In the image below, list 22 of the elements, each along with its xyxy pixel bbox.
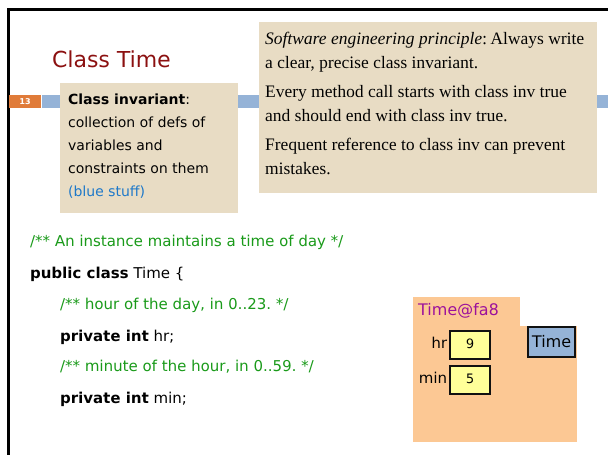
object-box (413, 297, 577, 442)
code-comment: /** An instance maintains a time of day */ (30, 232, 344, 250)
note-text: Software engineering principle: Always write a clear, precise class invariant. (265, 27, 586, 74)
field-name: min (418, 369, 447, 387)
code-line: private int hr; (60, 327, 174, 345)
note-text: Frequent reference to class inv can prevent mistakes. (265, 133, 566, 180)
note-box (259, 22, 597, 193)
code-line: private int min; (60, 389, 187, 407)
note-text: Class invariant: collection of defs of variables and constraints on them (68, 91, 210, 179)
note-text: Every method call starts with class inv true and should end with class inv true. (265, 80, 568, 127)
slide-title: Class Time (52, 48, 171, 73)
note-text: (blue stuff) (68, 183, 146, 202)
value-box: 9 (449, 330, 491, 360)
note-box (60, 83, 238, 213)
slide-number: 13 (9, 95, 41, 108)
code-comment: /** minute of the hour, in 0..59. */ (60, 357, 314, 375)
value-box: 5 (449, 365, 491, 395)
object-name: Time@fa8 (418, 300, 499, 319)
code-comment: /** hour of the day, in 0..23. */ (60, 295, 288, 313)
field-name: hr (431, 334, 447, 352)
class-name-box: Time (527, 326, 576, 358)
code-line: public class Time { (30, 264, 184, 282)
